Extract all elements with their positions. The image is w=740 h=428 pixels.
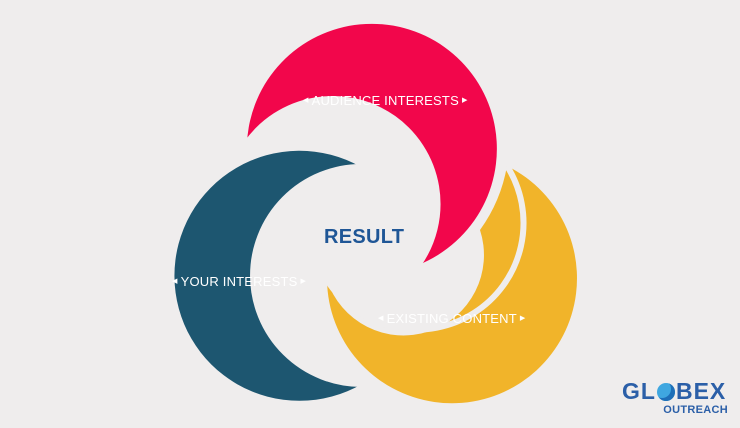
logo-subtitle: OUTREACH [663, 404, 728, 416]
logo-part1: GL [622, 378, 656, 404]
arrow-right-icon: ▶ [519, 315, 526, 322]
separator-left [250, 164, 363, 388]
separator-top [244, 95, 441, 267]
existing-content-label: ◀ EXISTING CONTENT ▶ [378, 311, 526, 326]
your-interests-label: ◀ YOUR INTERESTS ▶ [172, 274, 306, 289]
separator-right [324, 164, 527, 333]
existing-content-circle [327, 166, 577, 404]
audience-interests-text: AUDIENCE INTERESTS [311, 93, 459, 108]
audience-interests-label: ◀ AUDIENCE INTERESTS ▶ [303, 93, 468, 108]
arrow-right-icon: ▶ [461, 97, 468, 104]
arrow-left-icon: ◀ [172, 278, 178, 285]
globex-logo: GL BEX OUTREACH [622, 378, 732, 424]
result-label: RESULT [324, 226, 405, 248]
arrow-right-icon: ▶ [300, 278, 307, 285]
your-interests-text: YOUR INTERESTS [180, 274, 298, 289]
audience-interests-circle [247, 23, 497, 265]
your-interests-circle [174, 150, 362, 401]
globe-icon [656, 382, 675, 401]
logo-part2: BEX [675, 378, 727, 404]
arrow-left-icon: ◀ [378, 315, 384, 322]
arrow-left-icon: ◀ [303, 97, 309, 104]
existing-content-text: EXISTING CONTENT [386, 311, 517, 326]
logo-wordmark: GL BEX [622, 378, 726, 405]
